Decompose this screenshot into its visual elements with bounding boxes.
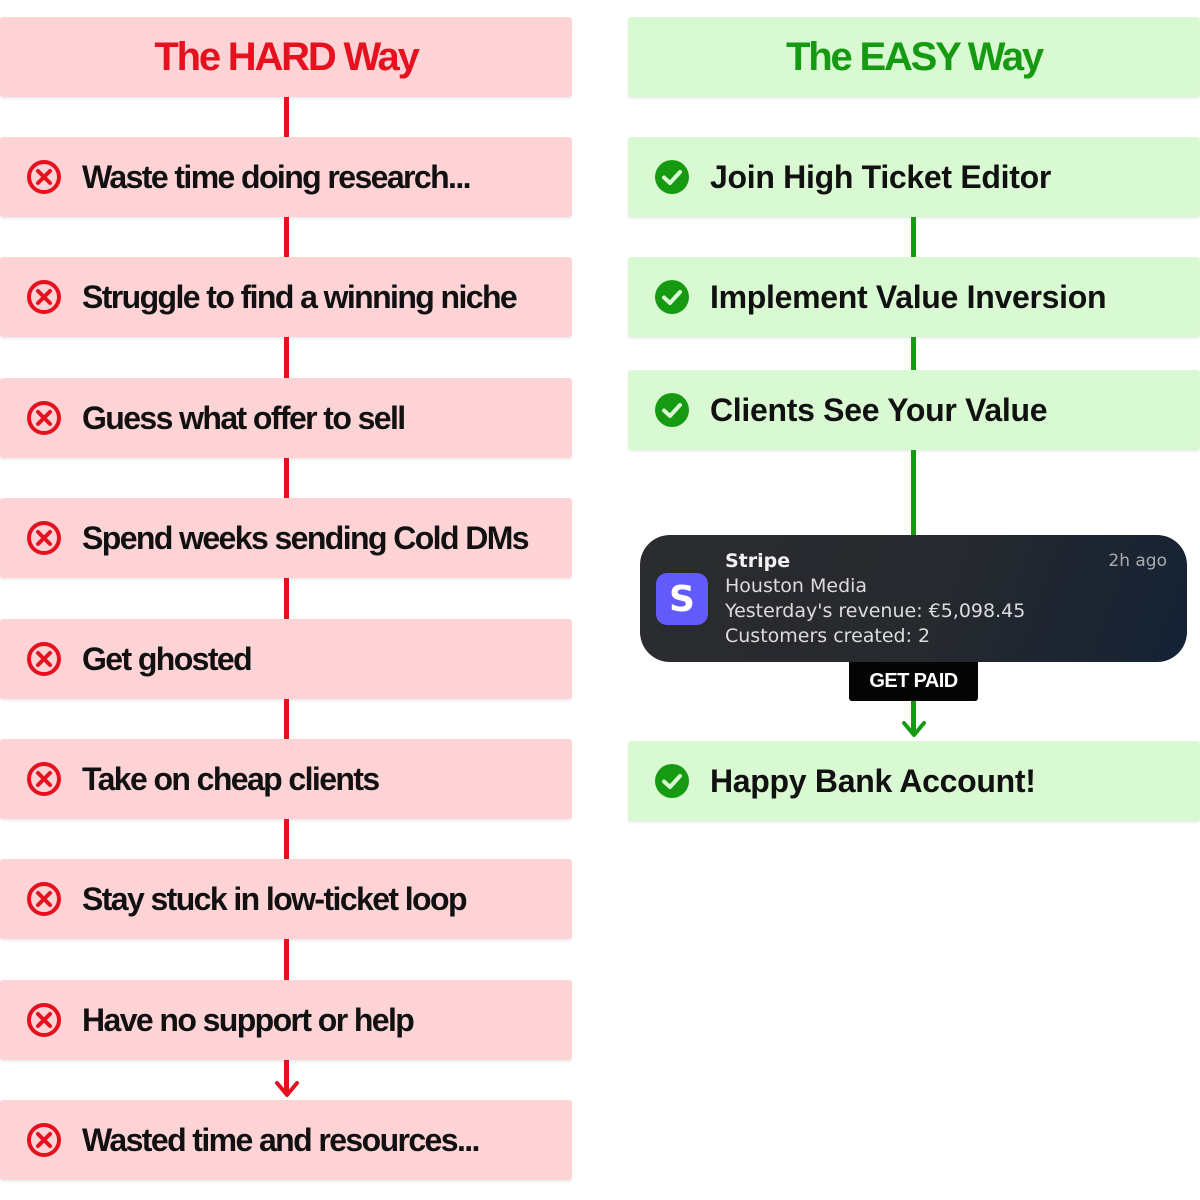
easy-arrow-head xyxy=(902,721,926,737)
x-circle-icon xyxy=(27,642,61,676)
x-circle-icon xyxy=(27,280,61,314)
check-circle-icon xyxy=(655,280,689,314)
hard-connector xyxy=(284,699,289,739)
check-circle-icon xyxy=(655,393,689,427)
x-circle-icon xyxy=(27,401,61,435)
hard-step-label: Waste time doing research... xyxy=(82,158,472,195)
hard-step-3: Guess what offer to sell xyxy=(0,378,572,458)
notification-app-name: Stripe xyxy=(725,550,791,572)
easy-step-4: Happy Bank Account! xyxy=(628,741,1200,821)
hard-way-title: The HARD Way xyxy=(154,34,419,79)
hard-step-1: Waste time doing research... xyxy=(0,137,572,217)
hard-step-9: Wasted time and resources... xyxy=(0,1100,572,1180)
hard-connector xyxy=(284,819,289,859)
easy-way-header: The EASY Way xyxy=(628,17,1200,97)
hard-step-label: Wasted time and resources... xyxy=(82,1121,480,1158)
easy-step-label: Implement Value Inversion xyxy=(710,278,1107,315)
hard-step-6: Take on cheap clients xyxy=(0,739,572,819)
stripe-notification: S Stripe Houston Media Yesterday's reven… xyxy=(640,535,1187,662)
hard-connector xyxy=(284,1060,289,1092)
hard-step-label: Stay stuck in low-ticket loop xyxy=(82,880,468,917)
stripe-logo-icon: S xyxy=(656,573,708,625)
hard-connector xyxy=(284,578,289,619)
notification-line: Customers created: 2 xyxy=(725,625,931,647)
notification-body: Stripe Houston Media Yesterday's revenue… xyxy=(725,549,1025,649)
hard-connector xyxy=(284,97,289,137)
get-paid-badge: GET PAID xyxy=(849,662,978,701)
hard-connector xyxy=(284,939,289,980)
easy-connector xyxy=(911,450,916,536)
x-circle-icon xyxy=(27,882,61,916)
x-circle-icon xyxy=(27,1123,61,1157)
notification-time: 2h ago xyxy=(1108,551,1167,571)
check-circle-icon xyxy=(655,160,689,194)
x-circle-icon xyxy=(27,521,61,555)
hard-way-header: The HARD Way xyxy=(0,17,572,97)
hard-arrow-head xyxy=(275,1081,299,1097)
easy-step-label: Join High Ticket Editor xyxy=(710,158,1051,195)
hard-step-label: Take on cheap clients xyxy=(82,760,380,797)
check-circle-icon xyxy=(655,764,689,798)
hard-step-4: Spend weeks sending Cold DMs xyxy=(0,498,572,578)
hard-step-label: Have no support or help xyxy=(82,1001,415,1038)
hard-step-label: Guess what offer to sell xyxy=(82,399,406,436)
x-circle-icon xyxy=(27,160,61,194)
easy-connector xyxy=(911,700,916,732)
hard-step-label: Struggle to find a winning niche xyxy=(82,278,518,315)
easy-step-1: Join High Ticket Editor xyxy=(628,137,1200,217)
easy-step-3: Clients See Your Value xyxy=(628,370,1200,450)
stripe-logo-letter: S xyxy=(669,578,695,620)
x-circle-icon xyxy=(27,1003,61,1037)
easy-step-2: Implement Value Inversion xyxy=(628,257,1200,337)
get-paid-label: GET PAID xyxy=(869,670,958,692)
hard-connector xyxy=(284,217,289,257)
hard-step-label: Get ghosted xyxy=(82,640,253,677)
hard-connector xyxy=(284,458,289,498)
easy-connector xyxy=(911,337,916,370)
hard-step-5: Get ghosted xyxy=(0,619,572,699)
x-circle-icon xyxy=(27,762,61,796)
easy-step-label: Clients See Your Value xyxy=(710,391,1048,428)
easy-step-label: Happy Bank Account! xyxy=(710,762,1036,799)
hard-step-label: Spend weeks sending Cold DMs xyxy=(82,519,530,556)
easy-connector xyxy=(911,217,916,257)
easy-way-title: The EASY Way xyxy=(786,34,1044,79)
hard-step-2: Struggle to find a winning niche xyxy=(0,257,572,337)
hard-connector xyxy=(284,337,289,378)
hard-step-8: Have no support or help xyxy=(0,980,572,1060)
hard-step-7: Stay stuck in low-ticket loop xyxy=(0,859,572,939)
notification-line: Houston Media xyxy=(725,575,868,597)
notification-line: Yesterday's revenue: €5,098.45 xyxy=(725,600,1026,622)
